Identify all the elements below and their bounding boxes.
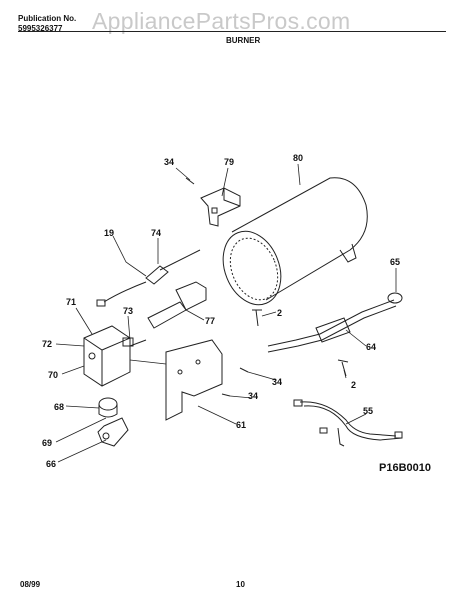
section-title: BURNER xyxy=(226,36,261,45)
callout-73: 73 xyxy=(123,306,133,316)
callout-71: 71 xyxy=(66,297,76,307)
footer-page-number: 10 xyxy=(236,580,245,589)
callout-2: 2 xyxy=(277,308,282,318)
callout-74: 74 xyxy=(151,228,161,238)
callout-70: 70 xyxy=(48,370,58,380)
part-2-screw-a xyxy=(252,309,262,327)
publication-label: Publication No. xyxy=(18,14,77,23)
part-34-screw-c xyxy=(221,393,231,397)
callout-19: 19 xyxy=(104,228,114,238)
callout-79: 79 xyxy=(224,157,234,167)
callout-61: 61 xyxy=(236,420,246,430)
callout-72: 72 xyxy=(42,339,52,349)
callout-34: 34 xyxy=(164,157,174,167)
part-61-manifold-bracket xyxy=(165,339,223,421)
callout-80: 80 xyxy=(293,153,303,163)
part-68-orifice xyxy=(98,397,118,418)
callout-34: 34 xyxy=(272,377,282,387)
leader-lines xyxy=(55,163,397,463)
callout-labels: 34 79 80 19 74 65 71 73 2 77 72 64 70 34… xyxy=(42,153,400,469)
part-34-screw-a xyxy=(185,177,195,185)
callout-34: 34 xyxy=(248,391,258,401)
part-66-elbow xyxy=(97,417,129,447)
part-73-fitting xyxy=(122,337,134,347)
callout-66: 66 xyxy=(46,459,56,469)
publication-info: Publication No. 5995326377 xyxy=(18,14,76,34)
callout-69: 69 xyxy=(42,438,52,448)
diagram-code: P16B0010 xyxy=(379,462,431,474)
part-77-bracket xyxy=(147,281,207,329)
part-2-screw-b xyxy=(337,359,349,377)
part-55-wire-harness xyxy=(293,399,403,447)
publication-number: 5995326377 xyxy=(18,24,63,33)
watermark: AppliancePartsPros.com xyxy=(92,8,351,34)
callout-65: 65 xyxy=(390,257,400,267)
part-71-gas-valve xyxy=(83,325,147,387)
callout-55: 55 xyxy=(363,406,373,416)
part-19-igniter-wire xyxy=(96,281,147,307)
footer-date: 08/99 xyxy=(20,580,41,589)
part-74-igniter xyxy=(145,249,201,285)
part-64-burner-tube xyxy=(267,299,397,353)
part-34-screw-b xyxy=(239,367,249,373)
part-79-bracket xyxy=(200,187,241,227)
callout-68: 68 xyxy=(54,402,64,412)
header-rule xyxy=(18,31,446,32)
callout-77: 77 xyxy=(205,316,215,326)
callout-2: 2 xyxy=(351,380,356,390)
callout-64: 64 xyxy=(366,342,376,352)
part-80-burner-cylinder xyxy=(222,177,368,306)
part-65-end-cap xyxy=(387,292,403,304)
